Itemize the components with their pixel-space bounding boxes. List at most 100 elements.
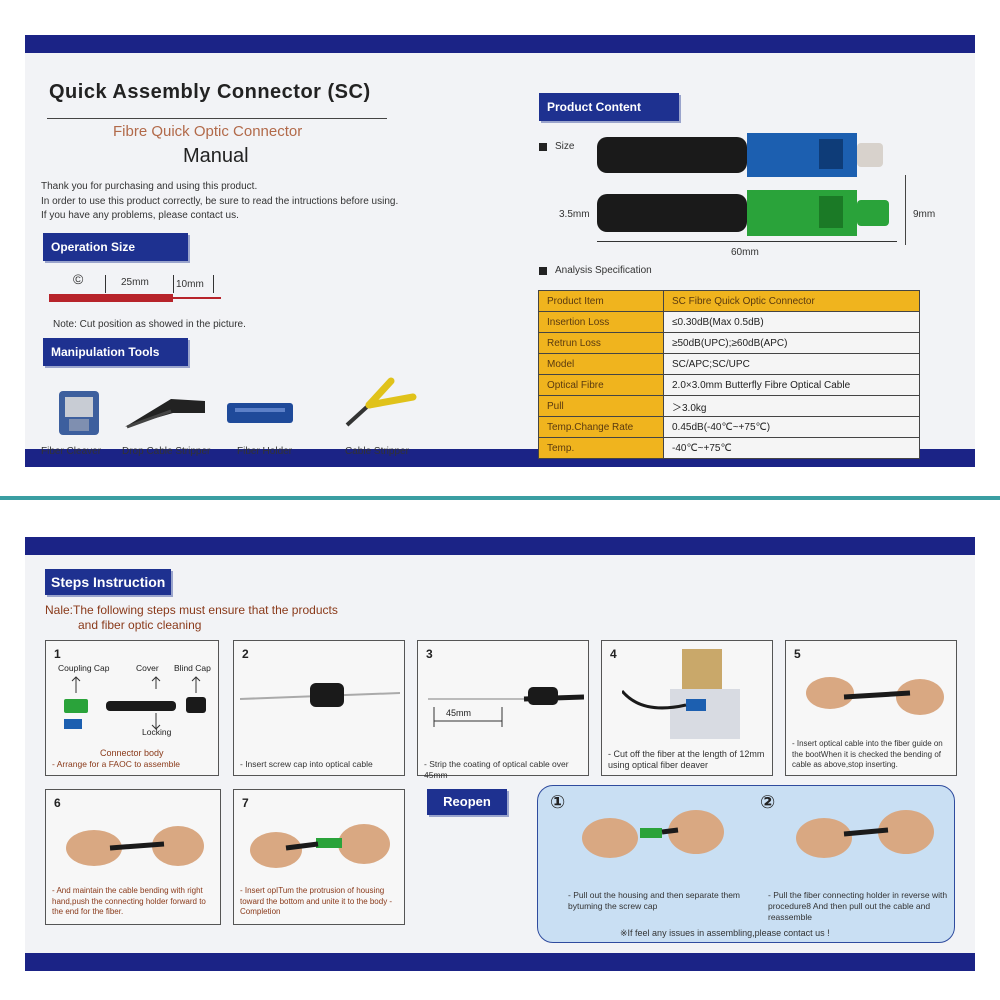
step-4-number: 4 [610, 647, 617, 661]
step-6-number: 6 [54, 796, 61, 810]
reopen-step-1-image [582, 810, 724, 858]
cut-note: Note: Cut position as showed in the pict… [53, 319, 246, 330]
dim-length: 60mm [731, 247, 759, 258]
reopen-step-1-caption: - Pull out the housing and then separate… [568, 890, 741, 911]
insert-cable-hands-image [806, 677, 944, 715]
dim-width-guide [905, 175, 906, 245]
spec-key: Pull [538, 395, 664, 417]
coupling-cap-label: Coupling Cap [58, 663, 110, 673]
support-footer: ※If feel any issues in assembling,please… [620, 928, 830, 938]
step-4-box: 4 - Cut off the fiber at the length of 1… [601, 640, 773, 776]
table-row: Model SC/APC;SC/UPC [538, 353, 920, 375]
spec-key: Insertion Loss [538, 311, 664, 333]
steps-instruction-header: Steps Instruction [45, 569, 172, 595]
table-row: Insertion Loss ≤0.30dB(Max 0.5dB) [538, 311, 920, 333]
reopen-step-1-number: ① [550, 792, 566, 812]
manual-title: Quick Assembly Connector (SC) [49, 81, 371, 103]
section-divider [0, 496, 1000, 500]
table-row: Pull ＞3.0kg [538, 395, 920, 417]
tool-label-drop-cable-stripper: Drop Cable Stripper [122, 446, 211, 457]
step-1-number: 1 [54, 647, 61, 661]
table-row: Optical Fibre 2.0×3.0mm Butterfly Fibre … [538, 374, 920, 396]
step-5-box: 5 - Insert optical cable into the fiber … [785, 640, 957, 776]
spec-value: ＞3.0kg [663, 395, 920, 417]
step-3-caption: - Strip the coating of optical cable ove… [424, 759, 569, 780]
upc-connector-image [597, 131, 887, 179]
screw-cap-on-cable-image [240, 683, 400, 707]
fiber-holder-icon [225, 399, 295, 427]
analysis-label: Analysis Specification [555, 265, 652, 276]
step-2-number: 2 [242, 647, 249, 661]
tool-label-fiber-holder: Fiber Holder [237, 446, 293, 457]
reopen-step-2-caption: - Pull the fiber connecting holder in re… [768, 890, 948, 922]
steps-note-line-2: and fiber optic cleaning [78, 618, 202, 632]
spec-key: Temp.Change Rate [538, 416, 664, 438]
tool-label-fiber-cleaver: Fiber Cleaver [41, 446, 102, 457]
complete-assembly-hands-image [250, 824, 390, 868]
cover-label: Cover [136, 663, 159, 673]
manual-heading: Manual [183, 145, 249, 167]
spec-value: 0.45dB(-40℃~+75℃) [663, 416, 920, 438]
title-underline [47, 118, 387, 119]
tool-label-cable-stripper: Cable Stripper [345, 446, 409, 457]
spec-value: ≥50dB(UPC);≥60dB(APC) [663, 332, 920, 354]
intro-text: Thank you for purchasing and using this … [41, 180, 398, 224]
spec-key: Temp. [538, 437, 664, 459]
ruler-right-length: 10mm [176, 279, 204, 290]
dim-height: 3.5mm [559, 209, 590, 220]
ruler-left-length: 25mm [121, 277, 149, 288]
step-4-caption: - Cut off the fiber at the length of 12m… [608, 749, 765, 770]
table-row: Temp.Change Rate 0.45dB(-40℃~+75℃) [538, 416, 920, 438]
reopen-header: Reopen [427, 789, 507, 815]
step-6-caption: - And maintain the cable bending with ri… [52, 886, 206, 916]
fiber-cleaver-icon [55, 385, 103, 441]
fiber-end-line [173, 297, 221, 299]
intro-line-1: Thank you for purchasing and using this … [41, 181, 258, 192]
spec-value: SC Fibre Quick Optic Connector [663, 290, 920, 312]
cable-jacket-bar [49, 294, 173, 302]
step-1-box: 1 Coupling Cap Cover Blind Cap Locking C… [45, 640, 219, 776]
ruler-tick-3 [213, 275, 214, 293]
spec-value: SC/APC;SC/UPC [663, 353, 920, 375]
manipulation-tools-header: Manipulation Tools [43, 338, 188, 366]
size-label: Size [555, 141, 575, 152]
push-holder-hands-image [66, 826, 204, 866]
product-content-header: Product Content [539, 93, 679, 121]
apc-connector-image [597, 188, 897, 238]
blind-cap-label: Blind Cap [174, 663, 211, 673]
stripped-cable-image [428, 687, 584, 727]
cut-ruler: © 25mm 10mm [49, 271, 239, 321]
spec-key: Model [538, 353, 664, 375]
spec-key: Retrun Loss [538, 332, 664, 354]
size-bullet [539, 143, 547, 151]
cable-stripper-icon [343, 375, 417, 427]
analysis-bullet [539, 267, 547, 275]
step-5-caption: - Insert optical cable into the fiber gu… [792, 739, 943, 769]
spec-value: ≤0.30dB(Max 0.5dB) [663, 311, 920, 333]
step-2-box: 2 - Insert screw cap into optical cable [233, 640, 405, 776]
step-7-caption: - Insert opITum the protrusion of housin… [240, 886, 393, 916]
step-7-box: 7 - Insert opITum the protrusion of hous… [233, 789, 405, 925]
table-row: Temp. -40℃~+75℃ [538, 437, 920, 459]
intro-line-3: If you have any problems, please contact… [41, 210, 239, 221]
spec-table: Product Item SC Fibre Quick Optic Connec… [538, 290, 920, 459]
reopen-panel: ① - Pull out the housing and then separa… [537, 785, 955, 943]
step-6-box: 6 - And maintain the cable bending with … [45, 789, 221, 925]
copyright-symbol: © [73, 271, 84, 287]
dim-width: 9mm [913, 209, 936, 220]
step-3-number: 3 [426, 647, 433, 661]
step-1-caption: - Arrange for a FAOC to assemble [52, 759, 181, 769]
strip-length-label: 45mm [446, 708, 472, 718]
reopen-step-2-image [796, 810, 934, 858]
reopen-step-2-number: ② [760, 792, 776, 812]
table-row: Product Item SC Fibre Quick Optic Connec… [538, 290, 920, 312]
spec-key: Product Item [538, 290, 664, 312]
dim-length-line [597, 241, 897, 242]
manual-subtitle: Fibre Quick Optic Connector [113, 123, 303, 140]
table-row: Retrun Loss ≥50dB(UPC);≥60dB(APC) [538, 332, 920, 354]
step-7-number: 7 [242, 796, 249, 810]
drop-cable-stripper-icon [121, 391, 207, 431]
connector-body-label: Connector body [100, 748, 164, 758]
manual-front-card: Quick Assembly Connector (SC) Fibre Quic… [25, 35, 975, 467]
spec-value: 2.0×3.0mm Butterfly Fibre Optical Cable [663, 374, 920, 396]
